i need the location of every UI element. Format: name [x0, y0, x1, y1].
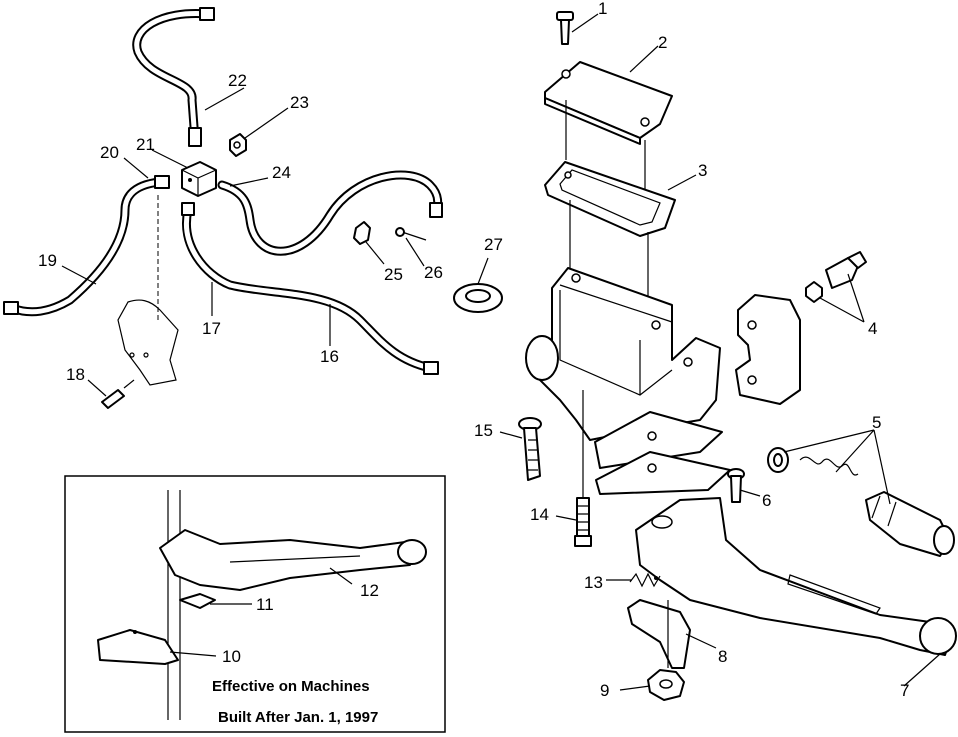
screw-14	[574, 497, 592, 547]
callout-1: 1	[598, 0, 607, 18]
callout-27: 27	[484, 235, 503, 254]
screw-1	[556, 11, 574, 45]
inset-switch-10	[97, 629, 179, 665]
junction-block-21	[181, 161, 217, 197]
callout-labels: 1 2 3 4 5 6 7 8 9 10 11 12 13 14 15 16 1…	[38, 0, 909, 700]
leader-lines	[61, 13, 941, 691]
callout-4: 4	[868, 319, 877, 338]
callout-2: 2	[658, 33, 667, 52]
callout-22: 22	[228, 71, 247, 90]
callout-15: 15	[474, 421, 493, 440]
callout-25: 25	[384, 265, 403, 284]
callout-23: 23	[290, 93, 309, 112]
screw-18	[101, 379, 135, 409]
lever-7	[635, 497, 957, 656]
callout-17: 17	[202, 319, 221, 338]
inset-clip-11	[179, 593, 216, 609]
callout-8: 8	[718, 647, 727, 666]
callout-18: 18	[66, 365, 85, 384]
callout-5: 5	[872, 413, 881, 432]
switch-8	[627, 599, 691, 669]
callout-12: 12	[360, 581, 379, 600]
piston-kit-5	[767, 447, 955, 557]
banjo-bolt-23	[229, 133, 247, 157]
callout-21: 21	[136, 135, 155, 154]
reservoir-cover-2	[544, 61, 673, 145]
callout-10: 10	[222, 647, 241, 666]
master-cylinder-assembly	[453, 11, 957, 701]
boot-27	[453, 283, 503, 313]
inset-note-line-1: Effective on Machines	[212, 678, 370, 695]
callout-14: 14	[530, 505, 549, 524]
callout-9: 9	[600, 681, 609, 700]
hose-19-20	[3, 175, 170, 317]
callout-20: 20	[100, 143, 119, 162]
pin-6	[727, 468, 745, 503]
inset-note-line-2: Built After Jan. 1, 1997	[218, 709, 378, 726]
hose-16-17	[181, 202, 439, 375]
callout-6: 6	[762, 491, 771, 510]
inset-box: Effective on Machines Built After Jan. 1…	[64, 475, 446, 733]
callout-13: 13	[584, 573, 603, 592]
clamp-4	[735, 251, 867, 405]
callout-3: 3	[698, 161, 707, 180]
clip-25	[353, 221, 371, 245]
mounting-plate-fragment	[117, 195, 179, 386]
nut-9	[647, 669, 685, 701]
spring-13	[629, 572, 661, 588]
brake-line-assembly	[3, 7, 443, 409]
hose-22	[132, 7, 215, 147]
master-cylinder-body	[525, 267, 721, 441]
callout-26: 26	[424, 263, 443, 282]
hose-24	[217, 170, 443, 256]
screw-15	[518, 417, 542, 481]
callout-19: 19	[38, 251, 57, 270]
callout-11: 11	[256, 595, 274, 614]
callout-16: 16	[320, 347, 339, 366]
diaphragm-3	[544, 161, 676, 237]
callout-7: 7	[900, 681, 909, 700]
callout-24: 24	[272, 163, 291, 182]
gasket-plates	[594, 411, 731, 495]
pin-26	[395, 227, 427, 241]
